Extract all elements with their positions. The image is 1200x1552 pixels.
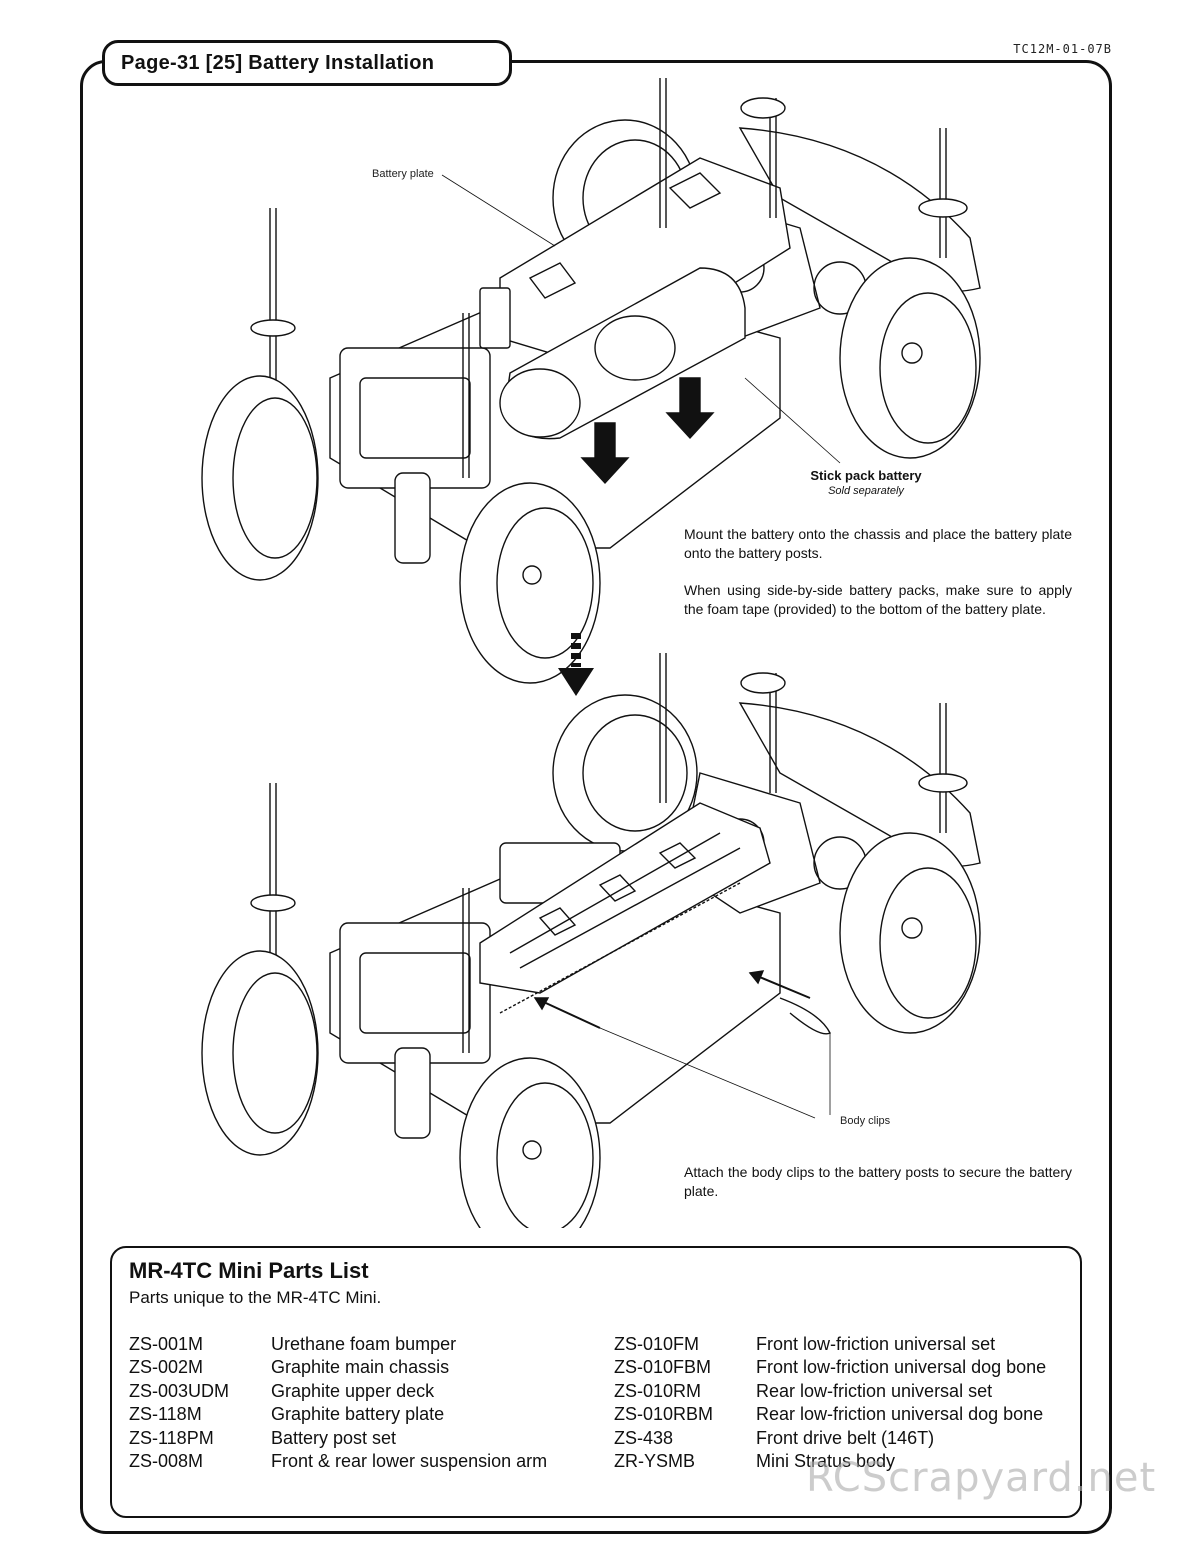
parts-row: ZS-010RM Rear low-friction universal set [614,1381,1046,1404]
part-desc: Graphite upper deck [271,1380,435,1401]
parts-list-title: MR-4TC Mini Parts List [129,1258,369,1283]
part-desc: Rear low-friction universal dog bone [756,1404,1044,1425]
page-frame [80,60,1112,1534]
parts-list-left-column: ZS-001M Urethane foam bumper ZS-002M Graph… [129,1334,547,1474]
document-code: TC12M-01-07B [1013,42,1112,56]
part-desc: Rear low-friction universal set [756,1380,993,1401]
parts-row: ZS-438 Front drive belt (146T) [614,1428,1046,1451]
stick-pack-callout: Stick pack battery Sold separately [795,468,937,497]
part-desc: Front low-friction universal dog bone [756,1357,1047,1378]
instruction-foam-tape: When using side-by-side battery packs, m… [684,582,1072,617]
parts-row: ZS-118M Graphite battery plate [129,1404,547,1427]
parts-list-right-column: ZS-010FM Front low-friction universal set… [614,1334,1046,1474]
part-desc: Graphite battery plate [271,1404,445,1425]
chassis-illustration [201,78,981,1228]
part-desc: Front low-friction universal set [756,1334,996,1354]
parts-row: ZS-008M Front & rear lower suspension arm [129,1451,547,1474]
parts-row: ZS-118PM Battery post set [129,1428,547,1451]
part-code: ZS-003UDM [129,1380,230,1401]
parts-row: ZS-002M Graphite main chassis [129,1357,547,1380]
parts-row: ZS-001M Urethane foam bumper [129,1334,547,1357]
part-code: ZS-438 [614,1427,674,1448]
part-desc: Front drive belt (146T) [756,1427,935,1448]
part-code: ZS-010RBM [614,1404,714,1425]
watermark: RCScrapyard.net [806,1455,1157,1501]
part-code: ZS-001M [129,1334,204,1354]
parts-list-subtitle: Parts unique to the MR-4TC Mini. [129,1288,382,1307]
parts-row: ZS-010RBM Rear low-friction universal dog… [614,1404,1046,1427]
body-clips-label: Body clips [840,1115,891,1127]
battery-plate-label: Battery plate [372,168,434,180]
part-code: ZS-008M [129,1450,204,1471]
part-code: ZS-010FBM [614,1357,712,1378]
instruction-mount-battery: Mount the battery onto the chassis and p… [684,526,1072,561]
part-desc: Front & rear lower suspension arm [271,1450,548,1471]
part-code: ZS-118PM [129,1427,214,1448]
part-desc: Graphite main chassis [271,1357,450,1378]
stick-pack-battery-drawing [479,267,746,440]
step-transition-arrow [558,633,594,696]
part-code: ZS-118M [129,1404,202,1425]
parts-row: ZS-010FBM Front low-friction universal do… [614,1357,1046,1380]
parts-row: ZS-003UDM Graphite upper deck [129,1381,547,1404]
stick-pack-title: Stick pack battery [810,468,922,483]
part-desc: Mini Stratus body [756,1450,896,1471]
part-code: ZS-010FM [614,1334,700,1354]
lower-chassis-drawing [201,653,981,1228]
instruction-body-clips: Attach the body clips to the battery pos… [684,1164,1072,1199]
part-desc: Battery post set [271,1427,397,1448]
upper-chassis-drawing [201,78,981,684]
parts-list-box: MR-4TC Mini Parts List Parts unique to t… [110,1246,1082,1518]
parts-row: ZS-010FM Front low-friction universal set [614,1334,1046,1357]
part-code: ZS-010RM [614,1380,702,1401]
parts-row: ZR-YSMB Mini Stratus body [614,1451,1046,1474]
page-title: Page-31 [25] Battery Installation [102,40,512,86]
stick-pack-subtitle: Sold separately [828,485,904,497]
part-desc: Urethane foam bumper [271,1334,457,1354]
part-code: ZR-YSMB [614,1450,695,1471]
part-code: ZS-002M [129,1357,204,1378]
